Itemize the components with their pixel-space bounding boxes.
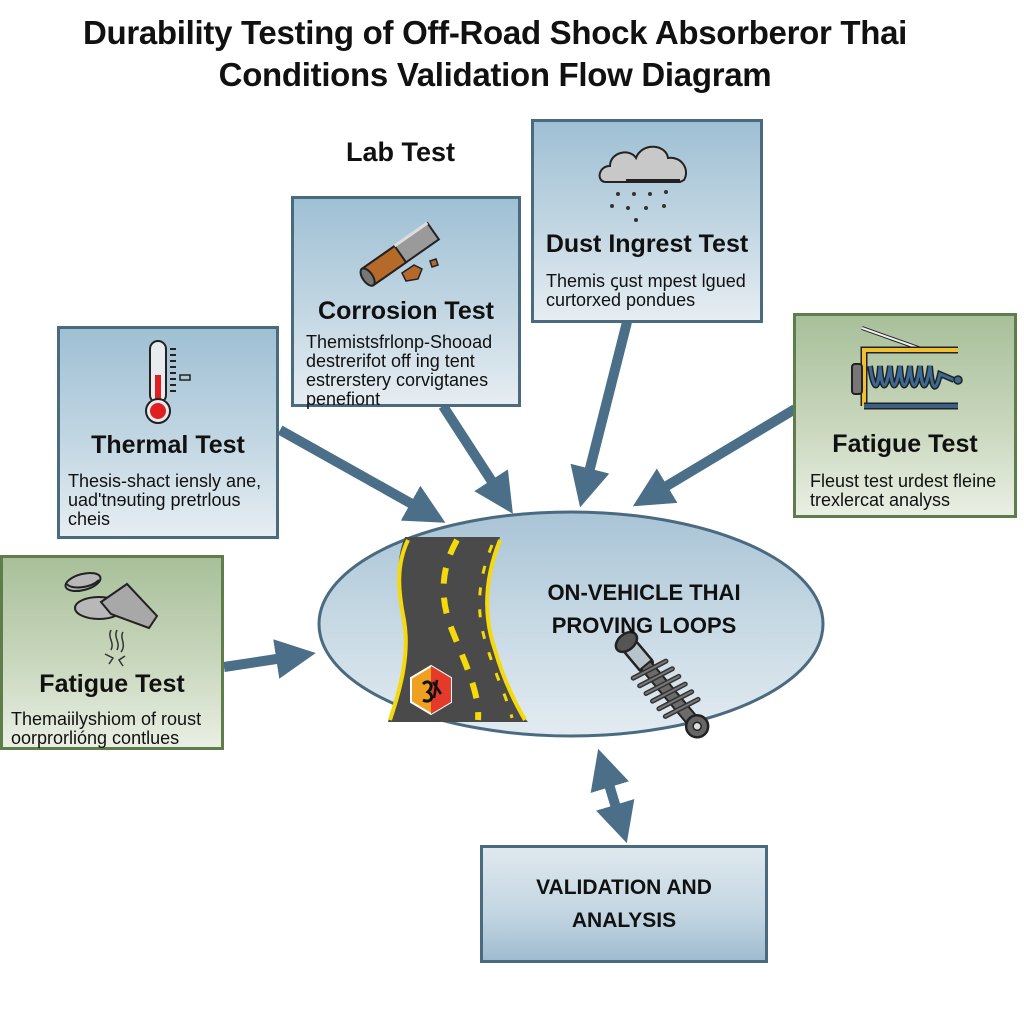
description-line: trexlercat analyss [810, 490, 951, 510]
description-line: Themaiilyshiom of roust [11, 709, 202, 729]
proving-loops-line-1: ON-VEHICLE THAI [547, 580, 741, 605]
description-line: destrerifot off ing tent [306, 351, 475, 371]
fatigue-test-right-heading: Fatigue Test [832, 430, 978, 458]
corroded-pipe-icon [359, 221, 441, 287]
validation-line-1: VALIDATION AND [536, 876, 712, 899]
thermal-test-description: Thesis-shact iensly ane, uad'tnɘuting pr… [68, 472, 261, 529]
fatigue-test-left-description: Themaiilyshiom of roust oorprorlióng con… [11, 710, 201, 748]
dust-ingress-test-heading: Dust Ingrest Test [545, 230, 749, 258]
corrosion-test-heading: Corrosion Test [318, 297, 494, 325]
description-line: Themistsfrlonp-Shoоad [306, 332, 493, 352]
arrow-fatigue-left-to-center [223, 639, 316, 679]
corrosion-test-box[interactable]: Corrosion Test Themistsfrlonp-Shoоad des… [291, 196, 521, 409]
description-line: oorprorlióng contlues [11, 728, 180, 748]
warning-sign-icon [410, 664, 452, 716]
thermal-test-box[interactable]: Thermal Test Thesis-shact iensly ane, ua… [57, 326, 279, 539]
cracked-component-icon [64, 571, 159, 667]
validation-line-2: ANALYSIS [571, 909, 677, 932]
arrow-fatigue-right-to-center [632, 404, 798, 507]
lab-test-label: Lab Test [346, 137, 456, 167]
arrow-center-validation-bidirectional [590, 748, 635, 844]
fatigue-test-box-right[interactable]: Fatigue Test Fleust test urdest fleine t… [793, 313, 1017, 518]
diagram-title: Durability Testing of Off-Road Shock Abs… [0, 12, 990, 96]
validation-analysis-box[interactable]: VALIDATION AND ANALYSIS [480, 845, 768, 963]
arrow-corrosion-to-center [438, 403, 513, 514]
title-line-1: Durability Testing of Off-Road Shock Abs… [82, 14, 908, 51]
dust-ingress-test-box[interactable]: Dust Ingrest Test Themis ꞔust mpest lgue… [531, 119, 763, 323]
description-line: curtorxed pondues [546, 290, 696, 310]
arrow-thermal-to-center [277, 425, 446, 523]
fatigue-test-box-left[interactable]: Fatigue Test Themaiilyshiom of roust oor… [0, 555, 224, 750]
description-line: uad'tnɘuting pretrlous [68, 490, 241, 510]
shock-absorber-icon [614, 630, 710, 739]
proving-loops-label: ON-VEHICLE THAI PROVING LOOPS [520, 576, 768, 642]
thermometer-icon [145, 340, 191, 424]
thermal-test-heading: Thermal Test [91, 431, 245, 459]
description-line: estrerstery corvigtanes [306, 370, 489, 390]
title-line-2: Conditions Validation Flow Diagram [218, 56, 772, 93]
description-line: Themis ꞔust mpest lgued [546, 271, 746, 291]
fatigue-test-right-description: Fleust test urdest fleine trexlercat ana… [810, 472, 996, 510]
dust-ingress-test-description: Themis ꞔust mpest lgued curtorxed pondue… [546, 272, 746, 310]
fatigue-test-left-heading: Fatigue Test [39, 670, 185, 698]
description-line: Fleust test urdest fleine [810, 471, 997, 491]
dust-cloud-icon [598, 145, 687, 222]
description-line: Thesis-shact iensly ane, [68, 471, 262, 491]
corrosion-test-description: Themistsfrlonp-Shoоad destrerifot off in… [306, 333, 492, 409]
spring-clamp-icon [851, 326, 963, 410]
proving-loops-line-2: PROVING LOOPS [551, 613, 737, 638]
description-line: penefiont [306, 389, 381, 409]
description-line: cheis [68, 509, 111, 529]
arrow-dust-to-center [570, 320, 632, 508]
